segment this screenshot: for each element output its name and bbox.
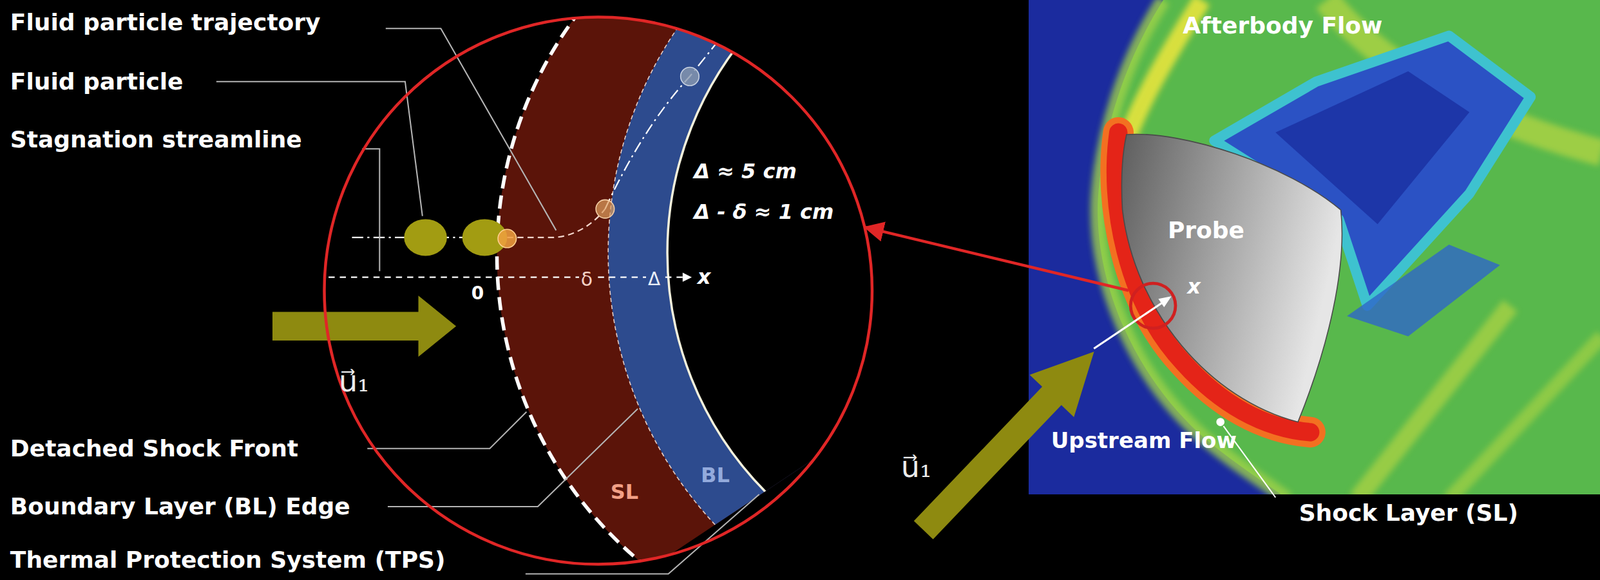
wake-streak: [1346, 244, 1501, 337]
leader-line: [361, 148, 380, 272]
particle-marker: [680, 67, 700, 87]
axis-arrow: [1093, 302, 1162, 349]
leader-line: [367, 412, 527, 449]
text-holder: Stagnation streamline: [10, 126, 303, 153]
axis-arrowhead: [682, 273, 692, 283]
band-label: SL: [610, 480, 639, 505]
callout-label: Shock Layer (SL): [1299, 499, 1519, 527]
leader-dot: [1216, 418, 1225, 427]
callout-label: Detached Shock Front: [10, 435, 299, 462]
text-holder: u⃗₁: [901, 450, 933, 485]
stagnation-axis: [328, 276, 684, 279]
text-holder: Δ ≈ 5 cm: [693, 159, 797, 184]
dimension-label: Δ ≈ 5 cm: [693, 159, 797, 184]
text-holder: Detached Shock Front: [10, 435, 299, 462]
zoom-arrow: [865, 227, 1129, 291]
magnified-region: Δ ≈ 5 cm Δ - δ ≈ 1 cm SL BL: [322, 15, 874, 567]
text-holder: Thermal Protection System (TPS): [10, 546, 446, 574]
probe-body: Probe: [1128, 130, 1347, 429]
dimension-label: Δ - δ ≈ 1 cm: [693, 200, 834, 225]
axis-arrowhead: [1158, 296, 1172, 308]
text-holder: 0: [471, 283, 484, 305]
text-holder: Δ: [646, 269, 663, 290]
part-label: Probe: [1167, 217, 1245, 244]
particle-marker: [595, 199, 615, 219]
particle-marker: [497, 229, 517, 248]
fluid-particle: [403, 219, 448, 256]
callout-label: Fluid particle trajectory: [10, 9, 321, 36]
band-label: BL: [700, 463, 730, 488]
cfd-panel: Afterbody FlowUpstream Flow Probe: [1028, 0, 1600, 495]
axis-label: x: [697, 265, 712, 290]
vector-label: u⃗₁: [901, 450, 933, 485]
axis-label: x: [1187, 275, 1201, 299]
callout-label: Thermal Protection System (TPS): [10, 546, 446, 574]
cfd-image: [1028, 0, 1600, 495]
text-holder: u⃗₁: [338, 364, 370, 399]
callout-label: Stagnation streamline: [10, 126, 303, 153]
axis-mark: Δ: [646, 269, 663, 290]
afterbody-field: [1097, 0, 1600, 495]
shock-layer-band: SL: [496, 15, 714, 556]
text-holder: Probe: [1167, 217, 1245, 244]
region-label: Afterbody Flow: [1182, 12, 1383, 39]
axis-mark: 0: [471, 283, 484, 305]
text-holder: Fluid particle trajectory: [10, 9, 321, 36]
region-outline: [322, 15, 874, 567]
text-holder: Afterbody Flow: [1182, 12, 1383, 39]
leader-line: [525, 494, 760, 575]
leader-lines: [216, 28, 760, 574]
leader-line: [387, 409, 638, 507]
zoom-marker: [1130, 283, 1176, 329]
region-outline-circle: [323, 16, 872, 565]
text-holder: Boundary Layer (BL) Edge: [10, 493, 351, 520]
text-holder: Upstream Flow: [1051, 428, 1237, 454]
vector-label: u⃗₁: [338, 364, 370, 399]
text-holder: x: [1187, 275, 1201, 299]
callout-label: Fluid particle: [10, 68, 184, 95]
text-holder: x: [697, 265, 712, 290]
text-holder: BL: [700, 463, 730, 488]
text-holder: Shock Layer (SL): [1299, 499, 1519, 527]
axis-mark: δ: [579, 268, 595, 292]
boundary-layer-band: BL: [608, 15, 776, 511]
flow-arrow: [272, 295, 457, 357]
probe-body: [1121, 134, 1342, 423]
text-holder: δ: [579, 268, 595, 292]
region-label: Upstream Flow: [1051, 428, 1237, 454]
text-holder: Δ - δ ≈ 1 cm: [693, 200, 834, 225]
text-holder: Fluid particle: [10, 68, 184, 95]
callout-label: Boundary Layer (BL) Edge: [10, 493, 351, 520]
field-streak: [1449, 336, 1600, 495]
text-holder: SL: [610, 480, 639, 505]
